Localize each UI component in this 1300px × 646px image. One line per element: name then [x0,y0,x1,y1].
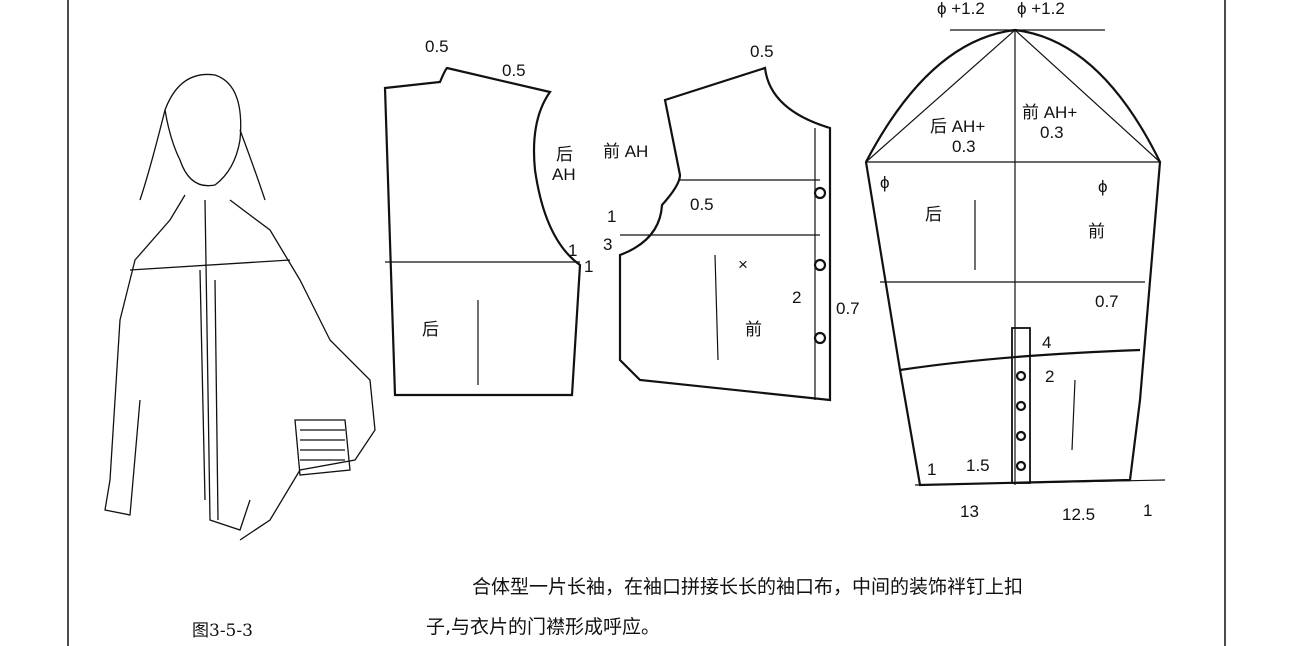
sleeve-pattern [864,28,1166,487]
sleeve-label-13: 13 [960,502,979,521]
sleeve-label-back-0.3: 0.3 [952,137,976,156]
back-label-1a: 1 [568,241,577,260]
sleeve-label-front-0.3: 0.3 [1040,123,1064,142]
sleeve-front-label: 前 [1088,222,1105,241]
sleeve-label-4: 4 [1042,333,1051,352]
front-label-1: 1 [607,207,616,226]
sleeve-label-back-ah: 后 AH+ [930,117,985,136]
sleeve-label-phi-left: ϕ +1.2 [937,0,985,18]
sleeve-back-label: 后 [925,205,942,224]
front-label-ah: 前 AH [603,142,648,161]
caption-line-2: 子,与衣片的门襟形成呼应。 [426,616,661,638]
back-label-hou: 后 [556,145,573,164]
sleeve-label-0.7-right: 0.7 [1095,292,1119,311]
front-label-0.5-a: 0.5 [750,42,774,61]
sleeve-label-2: 2 [1045,367,1054,386]
sleeve-label-front-ah: 前 AH+ [1022,103,1077,122]
front-label-3: 3 [603,235,612,254]
caption-line-1: 合体型一片长袖，在袖口拼接长长的袖口布，中间的装饰袢钉上扣 [472,576,1024,598]
back-bodice-pattern [383,66,582,397]
sleeve-label-12.5: 12.5 [1062,505,1095,524]
back-label-1b: 1 [584,257,593,276]
back-piece-label: 后 [422,320,439,339]
front-bodice-pattern [618,66,832,402]
front-label-x: × [738,255,748,274]
front-label-2: 2 [792,288,801,307]
sleeve-label-1.5: 1.5 [966,456,990,475]
sleeve-label-phi-right: ϕ +1.2 [1017,0,1065,18]
sleeve-label-phi-front: ϕ [1098,177,1108,196]
sleeve-label-phi-back: ϕ [880,173,890,192]
jacket-figure-sketch [104,73,376,541]
figure-label: 图3-5-3 [192,621,253,641]
sleeve-label-1-right: 1 [1143,501,1152,520]
front-label-0.5-b: 0.5 [690,195,714,214]
back-label-0.5-b: 0.5 [502,61,526,80]
sleeve-label-0.7-left: 0.7 [836,299,860,318]
sleeve-label-1-left: 1 [927,460,936,479]
front-piece-label: 前 [745,320,762,339]
back-label-0.5-a: 0.5 [425,37,449,56]
back-label-ah: AH [552,165,576,184]
